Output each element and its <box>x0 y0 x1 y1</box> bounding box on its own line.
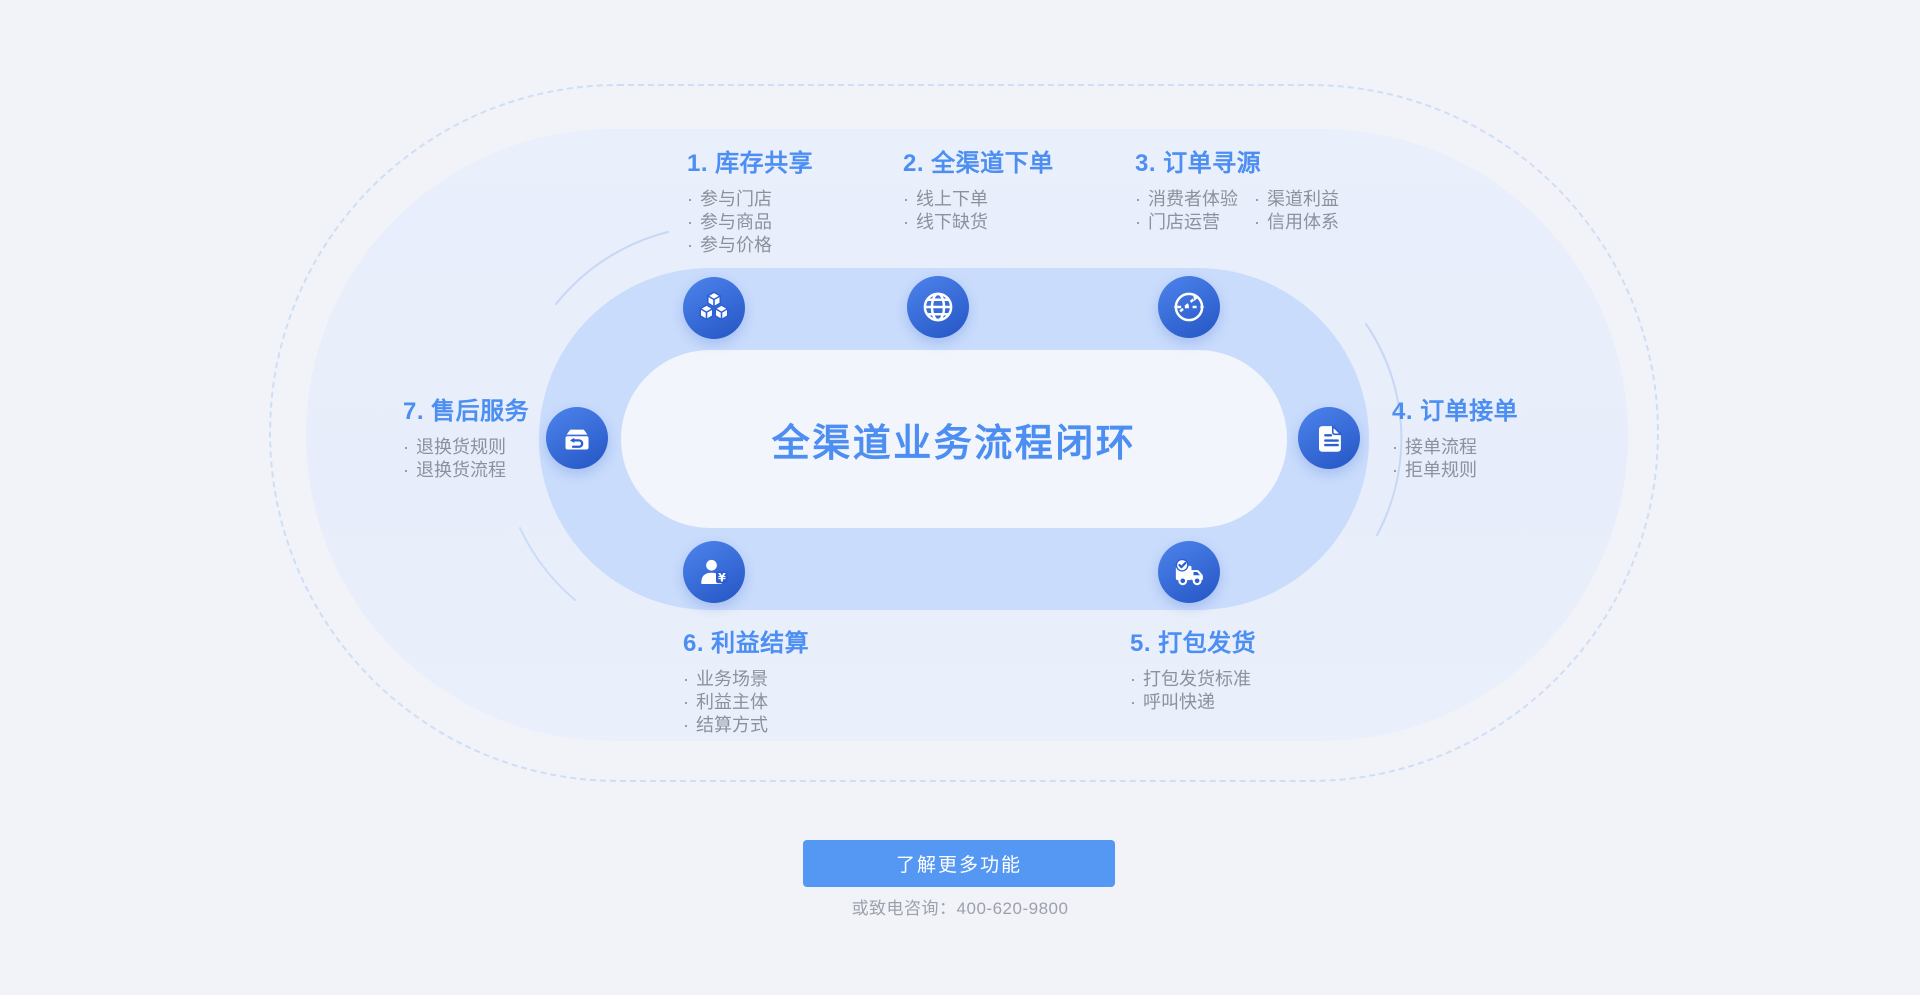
bullet-dot: · <box>683 669 689 689</box>
step-5-icon-badge <box>1158 541 1220 603</box>
bullet-dot: · <box>1392 460 1398 480</box>
step-3-item: ·门店运营 <box>1135 212 1220 232</box>
delivery-truck-icon <box>1175 558 1203 586</box>
person-yuan-icon: ¥ <box>701 559 728 584</box>
step-1-item: ·参与商品 <box>687 212 772 232</box>
step-6-item: ·业务场景 <box>683 669 768 689</box>
bullet-dot: · <box>403 437 409 457</box>
step-4-item: ·拒单规则 <box>1392 460 1477 480</box>
step-3-icon-badge <box>1158 276 1220 338</box>
bullet-dot: · <box>903 189 909 209</box>
step-3-item: ·消费者体验 <box>1135 189 1238 209</box>
step-3-order-sourcing: 3. 订单寻源 ·消费者体验 ·门店运营 ·渠道利益 ·信用体系 <box>1135 150 1339 234</box>
step-4-title: 4. 订单接单 <box>1392 398 1519 425</box>
step-5-item: ·打包发货标准 <box>1130 669 1251 689</box>
route-circle-icon <box>1173 292 1205 322</box>
step-7-icon-badge <box>546 407 608 469</box>
return-box-icon <box>565 429 589 450</box>
bullet-dot: · <box>1135 212 1141 232</box>
svg-text:¥: ¥ <box>718 571 726 584</box>
ring-inner-panel: 全渠道业务流程闭环 <box>621 350 1287 528</box>
step-6-item: ·结算方式 <box>683 715 768 735</box>
order-document-icon <box>1319 425 1342 452</box>
step-2-omnichannel-ordering: 2. 全渠道下单 ·线上下单 ·线下缺货 <box>903 150 1054 234</box>
bullet-dot: · <box>683 715 689 735</box>
step-7-title: 7. 售后服务 <box>403 398 530 425</box>
step-6-title: 6. 利益结算 <box>683 630 810 657</box>
step-2-item: ·线下缺货 <box>903 212 988 232</box>
bullet-dot: · <box>687 235 693 255</box>
step-1-title: 1. 库存共享 <box>687 150 814 177</box>
step-2-icon-badge <box>907 276 969 338</box>
outer-dashed-border <box>269 84 1659 782</box>
step-3-title: 3. 订单寻源 <box>1135 150 1262 177</box>
bullet-dot: · <box>1130 692 1136 712</box>
step-2-title: 2. 全渠道下单 <box>903 150 1054 177</box>
bullet-dot: · <box>1130 669 1136 689</box>
cubes-icon <box>699 291 729 321</box>
step-1-item: ·参与价格 <box>687 235 772 255</box>
bullet-dot: · <box>1254 189 1260 209</box>
step-4-item: ·接单流程 <box>1392 437 1477 457</box>
diagram-title: 全渠道业务流程闭环 <box>771 422 1137 465</box>
bullet-dot: · <box>683 692 689 712</box>
step-1-item: ·参与门店 <box>687 189 772 209</box>
step-7-item: ·退换货流程 <box>403 460 506 480</box>
learn-more-button[interactable]: 了解更多功能 <box>803 840 1115 887</box>
step-6-item: ·利益主体 <box>683 692 768 712</box>
step-3-item: ·信用体系 <box>1254 212 1339 232</box>
step-3-item: ·渠道利益 <box>1254 189 1339 209</box>
step-7-item: ·退换货规则 <box>403 437 506 457</box>
bullet-dot: · <box>403 460 409 480</box>
step-7-after-sales-service: 7. 售后服务 ·退换货规则 ·退换货流程 <box>403 398 529 482</box>
globe-icon <box>923 292 953 322</box>
step-4-order-accepting: 4. 订单接单 ·接单流程 ·拒单规则 <box>1392 398 1518 482</box>
step-5-title: 5. 打包发货 <box>1130 630 1257 657</box>
bullet-dot: · <box>687 212 693 232</box>
bullet-dot: · <box>1392 437 1398 457</box>
bullet-dot: · <box>687 189 693 209</box>
bullet-dot: · <box>1254 212 1260 232</box>
step-5-pack-and-ship: 5. 打包发货 ·打包发货标准 ·呼叫快递 <box>1130 630 1256 714</box>
step-6-profit-settlement: 6. 利益结算 ·业务场景 ·利益主体 ·结算方式 <box>683 630 809 737</box>
bullet-dot: · <box>1135 189 1141 209</box>
step-5-item: ·呼叫快递 <box>1130 692 1215 712</box>
step-1-icon-badge <box>683 277 745 339</box>
step-1-inventory-sharing: 1. 库存共享 ·参与门店 ·参与商品 ·参与价格 <box>687 150 813 257</box>
step-6-icon-badge: ¥ <box>683 541 745 603</box>
step-2-item: ·线上下单 <box>903 189 988 209</box>
bullet-dot: · <box>903 212 909 232</box>
step-4-icon-badge <box>1298 407 1360 469</box>
phone-consultation-note: 或致电咨询：400-620-9800 <box>851 899 1069 918</box>
